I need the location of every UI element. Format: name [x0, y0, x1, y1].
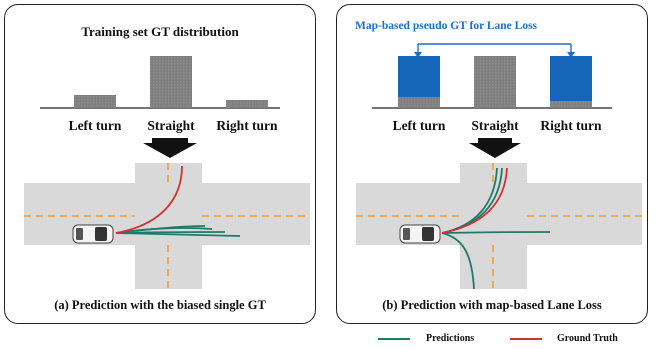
panel-b-down-arrow: [469, 138, 521, 158]
panel-a-label-right-turn: Right turn: [216, 118, 278, 133]
panel-b-bar-straight: [474, 56, 516, 108]
panel-b-bracket-arrow-right: [567, 52, 575, 58]
panel-a-label-straight: Straight: [147, 118, 195, 133]
panel-b-caption: (b) Prediction with map-based Lane Loss: [382, 298, 602, 312]
panel-b-bar-left-turn-gt: [398, 97, 440, 108]
legend-ground-truth-label: Ground Truth: [557, 333, 618, 344]
panel-a-road: [24, 163, 310, 289]
panel-b-pseudo-gt-bracket: [417, 43, 572, 54]
panel-b-car: [399, 224, 441, 244]
panel-b-road: [356, 163, 642, 289]
panel-b-bar-right-turn-gt: [550, 101, 592, 108]
panel-a-bar-right-turn: [226, 100, 268, 108]
panel-b-label-right-turn: Right turn: [540, 118, 602, 133]
legend-predictions-swatch: [378, 338, 410, 340]
panel-b-label-straight: Straight: [471, 118, 519, 133]
panel-a-bar-straight: [150, 56, 192, 108]
panel-a-label-left-turn: Left turn: [68, 118, 122, 133]
panel-a-bar-left-turn: [74, 95, 116, 108]
panel-b-bar-left-turn-pseudo: [398, 56, 440, 97]
legend-predictions-label: Predictions: [426, 333, 475, 344]
legend-ground-truth-swatch: [510, 338, 542, 340]
panel-a-ground-truth-line: [115, 165, 183, 234]
panel-b-title: Map-based pseudo GT for Lane Loss: [355, 20, 538, 32]
panel-a-down-arrow: [143, 138, 197, 158]
panel-b-lane-dashes: [356, 163, 642, 289]
panel-b-bracket-arrow-left: [414, 52, 422, 58]
panel-a-title: Training set GT distribution: [81, 24, 239, 39]
panel-b-ground-truth-line: [441, 167, 508, 234]
panel-a-car: [72, 224, 114, 244]
panel-a-caption: (a) Prediction with the biased single GT: [54, 298, 266, 312]
panel-a-lane-dashes: [24, 163, 310, 289]
panel-b-label-left-turn: Left turn: [392, 118, 446, 133]
panel-b-bar-right-turn-pseudo: [550, 56, 592, 101]
